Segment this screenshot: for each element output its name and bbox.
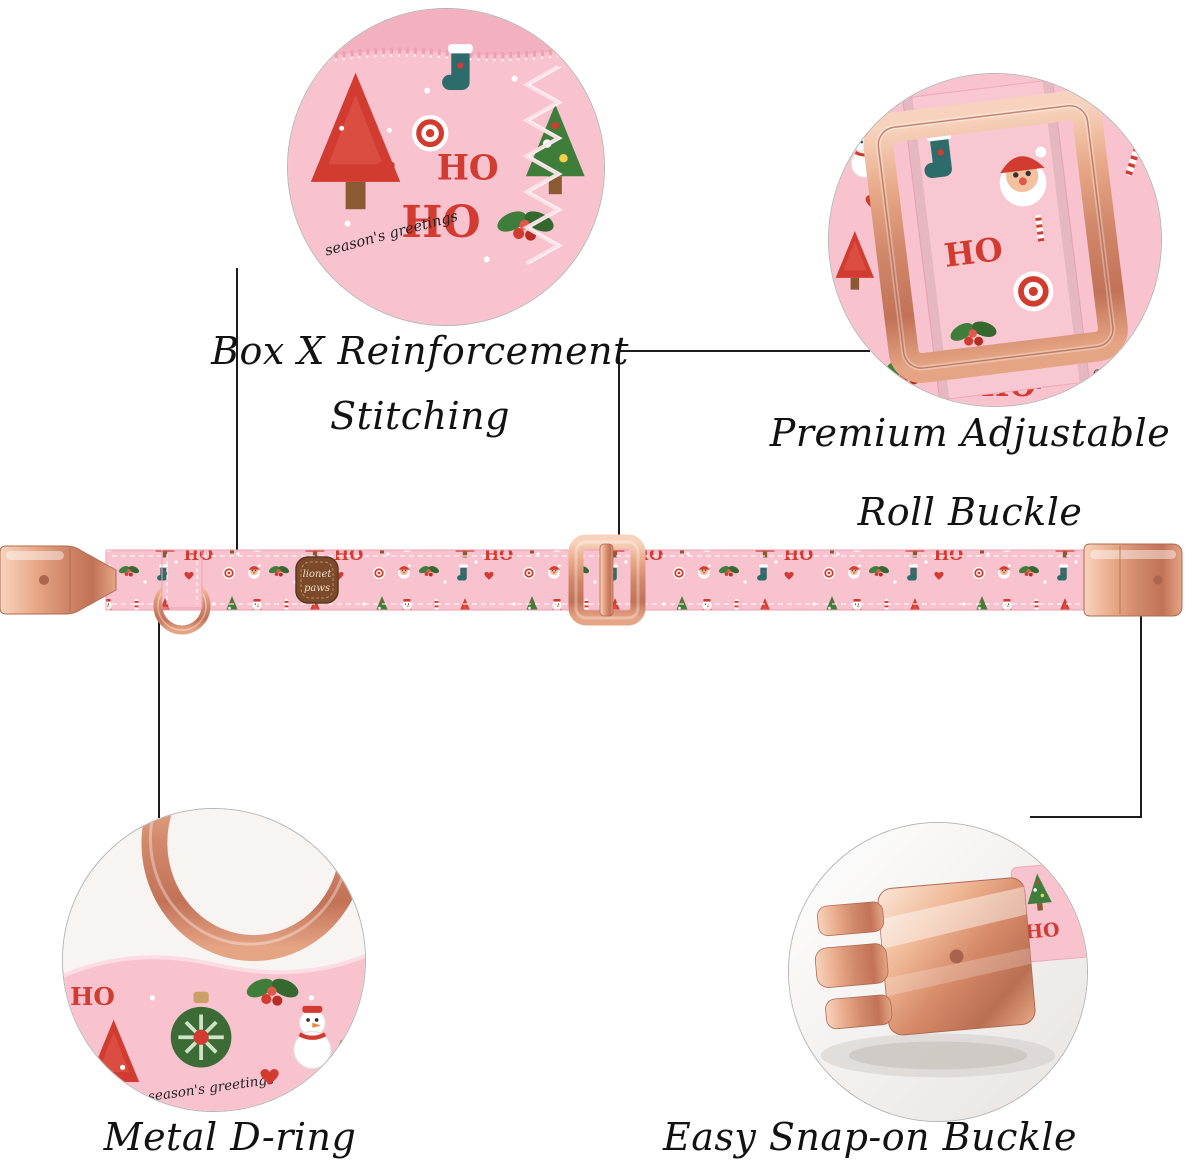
label-stitching-line1: Box X Reinforcement [211, 329, 629, 373]
label-roll-buckle: Premium Adjustable Roll Buckle [740, 406, 1185, 540]
ho-text-icon [70, 983, 115, 1010]
label-roll-line2: Roll Buckle [857, 490, 1083, 535]
buckle-center-tongue [814, 943, 889, 988]
serged-edge-stitch [288, 39, 604, 68]
collar-photo: lionet paws [0, 534, 1183, 635]
callout-line-snap-vertical [1140, 612, 1142, 816]
label-stitching: Box X Reinforcement Stitching [140, 324, 700, 444]
callout-line-roll-horizontal [618, 350, 870, 352]
label-roll-line1: Premium Adjustable [769, 411, 1171, 455]
collar-right-buckle [1083, 543, 1183, 617]
detail-circle-stitching [287, 8, 605, 326]
shadow [820, 1033, 1056, 1078]
roll-buckle-closeup-photo [829, 74, 1161, 406]
brand-tag-text-2: paws [304, 583, 330, 594]
collar-strap [105, 549, 1093, 611]
buckle-side-prong-top [817, 901, 885, 937]
snap-buckle-closeup-photo [789, 823, 1087, 1121]
label-dring: Metal D-ring [103, 1115, 357, 1159]
buckle-side-prong-bottom [825, 994, 893, 1030]
callout-line-stitching [236, 268, 238, 560]
ho-text-icon [436, 150, 499, 186]
roll-buckle-assembly [863, 79, 1128, 401]
callout-line-roll-vertical [618, 350, 620, 548]
detail-circle-dring [62, 808, 366, 1112]
detail-circle-roll-buckle [828, 73, 1162, 407]
callout-line-snap-horizontal [1030, 816, 1142, 818]
stitching-closeup-photo [288, 9, 604, 325]
d-ring-loop [161, 549, 203, 609]
dring-closeup-photo [63, 809, 365, 1111]
collar-dring [153, 549, 211, 635]
label-stitching-line2: Stitching [330, 394, 510, 439]
peppermint-icon [412, 115, 449, 152]
callout-line-dring [158, 612, 160, 818]
collar-brand-tag: lionet paws [295, 556, 339, 604]
label-snap-buckle: Easy Snap-on Buckle [662, 1115, 1078, 1159]
box-x-zigzag-stitch [522, 64, 563, 266]
snow-dots [120, 995, 314, 1070]
snap-buckle-assembly [814, 860, 1087, 1036]
collar-left-buckle [0, 545, 117, 615]
buckle-rivet [949, 949, 964, 964]
brand-tag-text-1: lionet [303, 569, 333, 580]
detail-circle-snap-buckle [788, 822, 1088, 1122]
snow-dots [339, 75, 518, 263]
collar-roll-buckle [568, 534, 646, 626]
